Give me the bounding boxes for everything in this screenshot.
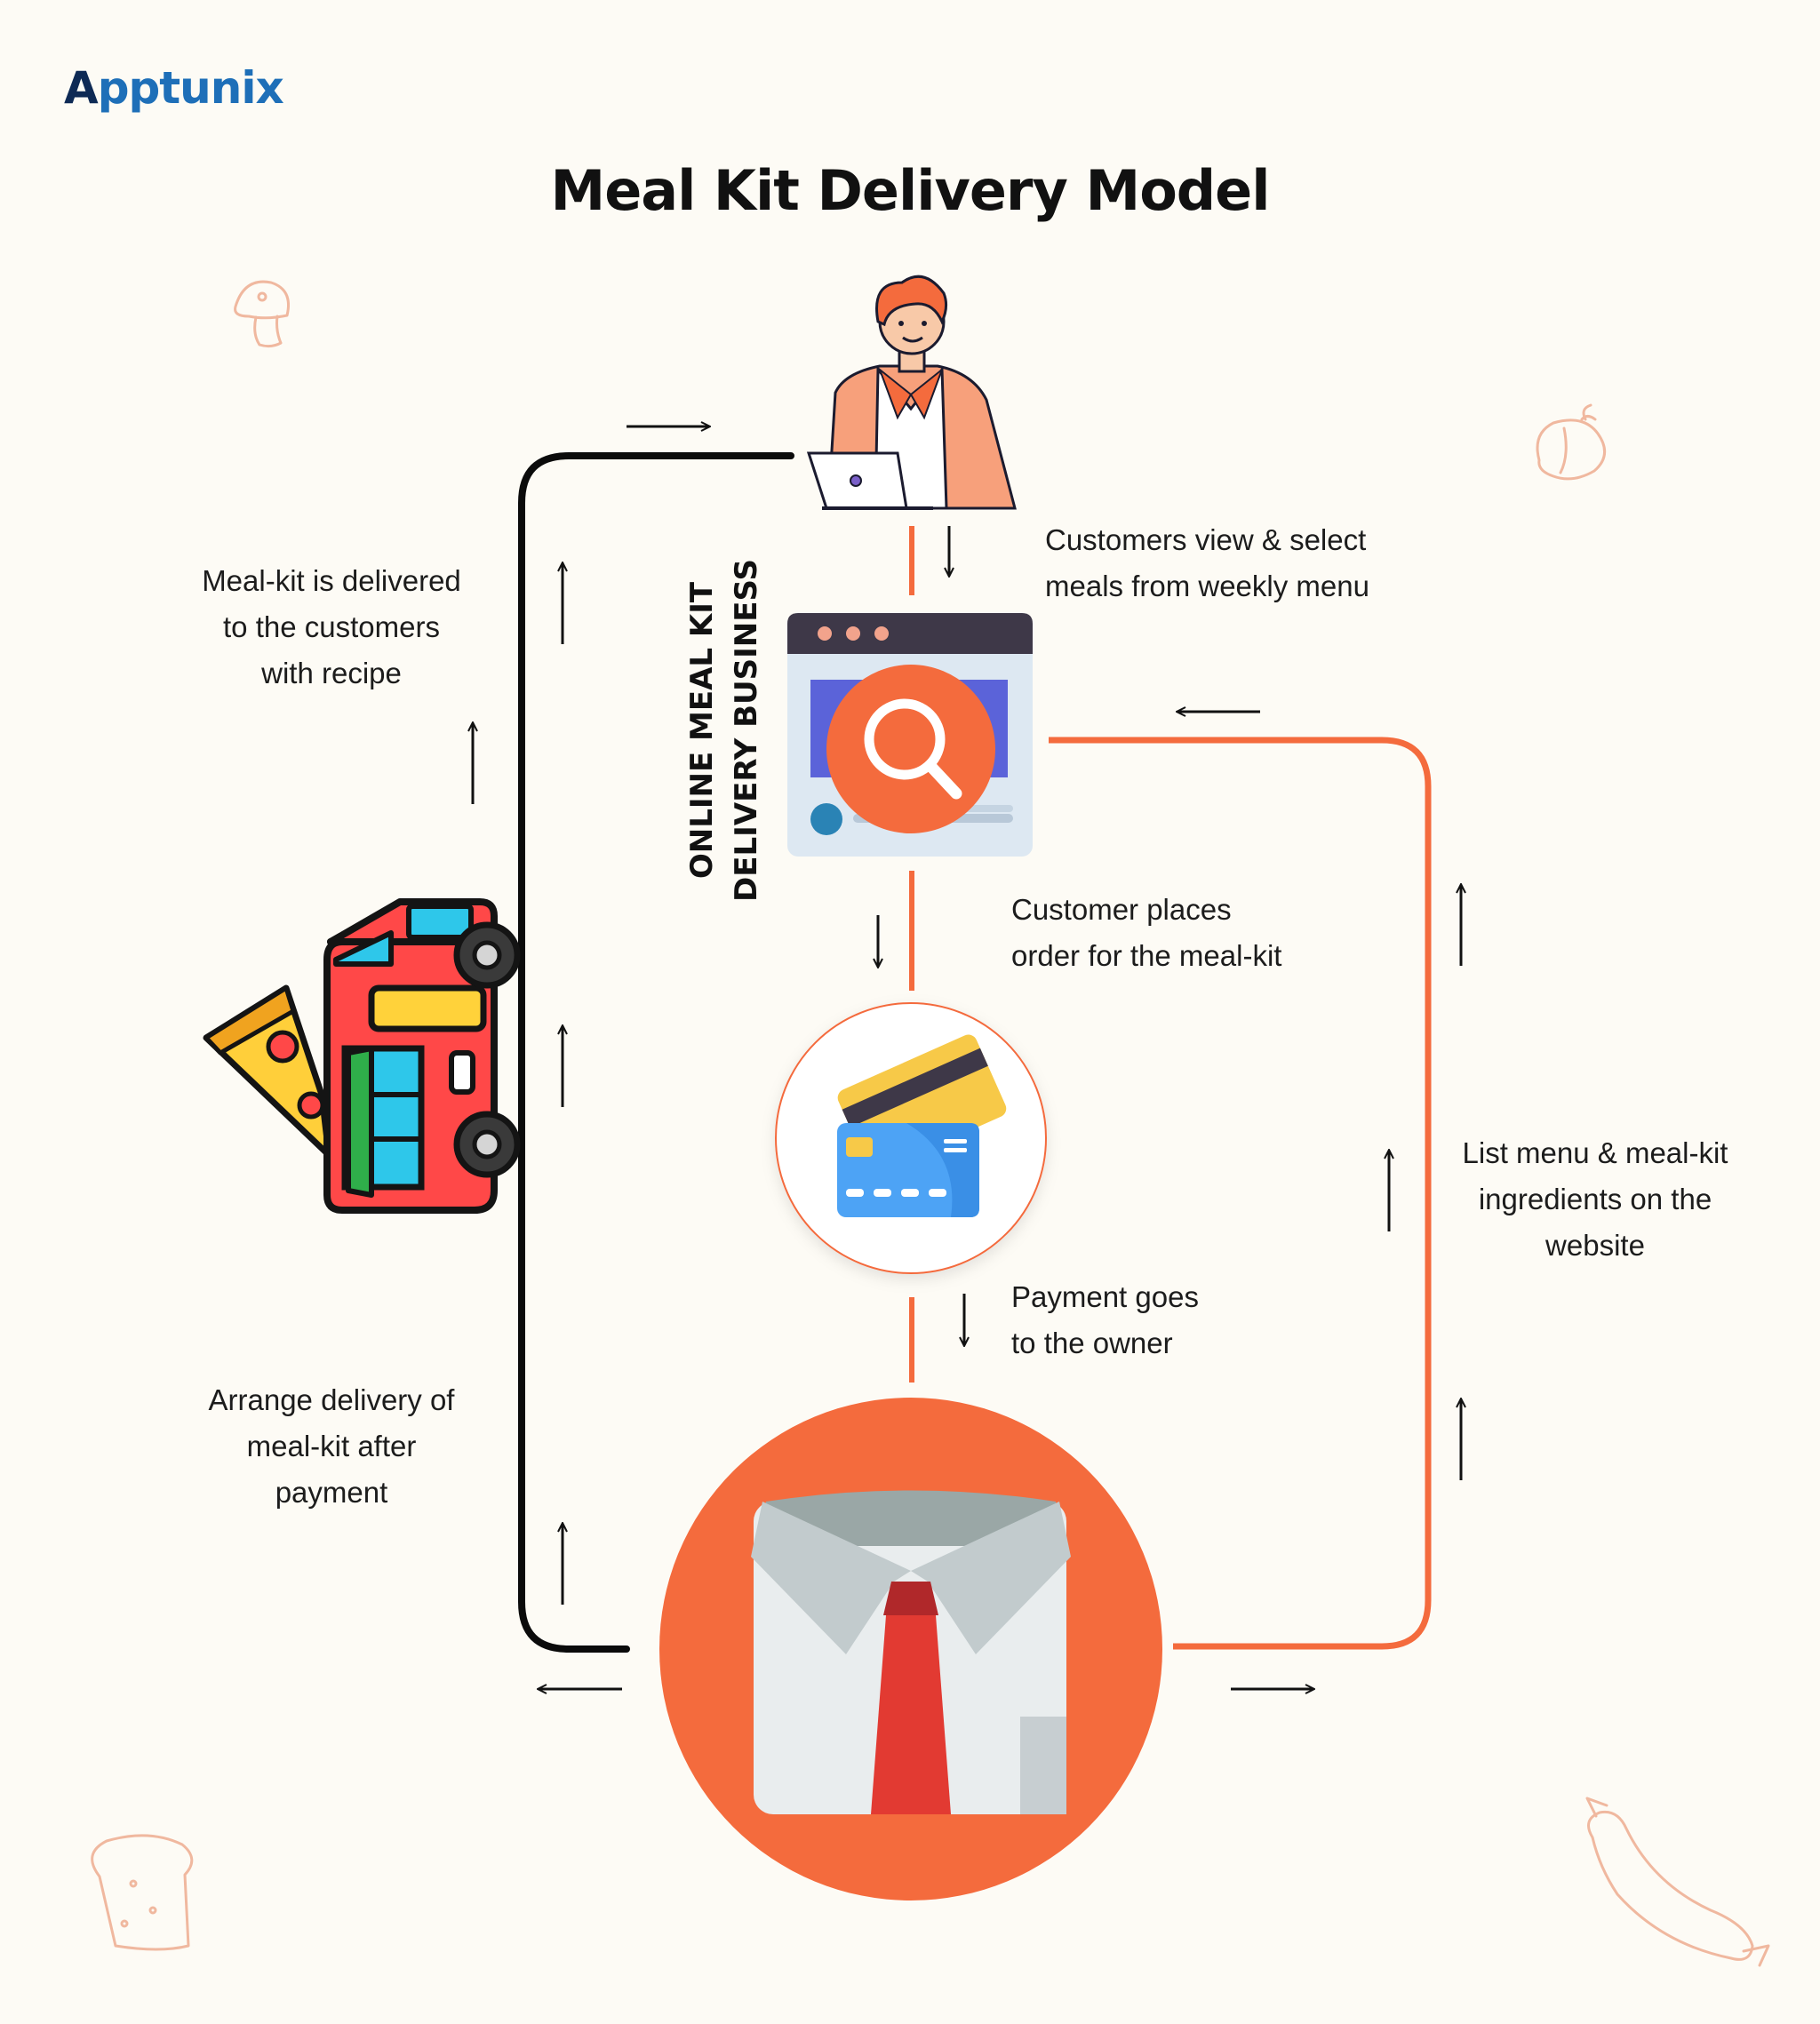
step-line: meals from weekly menu	[1045, 570, 1369, 602]
website-icon	[787, 613, 1033, 857]
step-line: Customer places	[1011, 893, 1232, 926]
brand-logo[interactable]: Apptunix	[64, 62, 284, 114]
step-payment: Payment goes to the owner	[1011, 1274, 1199, 1367]
step-line: payment	[275, 1476, 388, 1509]
step-line: website	[1545, 1229, 1645, 1262]
shrimp-doodle-icon	[1536, 403, 1606, 481]
mushroom-doodle-icon	[234, 280, 290, 348]
delivery-van-icon	[203, 898, 521, 1214]
step-line: with recipe	[261, 657, 402, 689]
step-view-select: Customers view & select meals from weekl…	[1045, 517, 1369, 610]
step-line: meal-kit after	[246, 1430, 417, 1462]
flow-line-listing-loop	[1049, 737, 1432, 1650]
flow-line-delivery-loop	[518, 452, 794, 1653]
step-line: to the owner	[1011, 1327, 1173, 1359]
bread-doodle-icon	[91, 1834, 194, 1951]
step-line: order for the meal-kit	[1011, 939, 1282, 972]
step-place-order: Customer places order for the meal-kit	[1011, 887, 1281, 979]
customer-icon	[806, 275, 1017, 510]
page-title: Meal Kit Delivery Model	[550, 158, 1271, 223]
step-delivered: Meal-kit is delivered to the customers w…	[176, 558, 487, 697]
logo-initial: A	[64, 62, 99, 114]
step-line: Meal-kit is delivered	[202, 564, 461, 597]
sausage-doodle-icon	[1585, 1797, 1770, 1967]
step-line: Arrange delivery of	[208, 1383, 455, 1416]
step-line: Customers view & select	[1045, 523, 1367, 556]
step-line: List menu & meal-kit	[1462, 1136, 1728, 1169]
logo-rest: pptunix	[97, 62, 284, 114]
step-list-menu: List menu & meal-kit ingredients on the …	[1433, 1130, 1758, 1269]
step-line: Payment goes	[1011, 1280, 1199, 1313]
center-label-line: DELIVERY BUSINESS	[729, 559, 764, 902]
step-arrange-delivery: Arrange delivery of meal-kit after payme…	[176, 1377, 487, 1516]
step-line: ingredients on the	[1478, 1183, 1712, 1215]
payment-card-icon	[775, 1002, 1047, 1274]
step-line: to the customers	[223, 610, 440, 643]
center-label-line: ONLINE MEAL KIT	[684, 581, 720, 880]
center-business-label: ONLINE MEAL KIT DELIVERY BUSINESS	[680, 559, 769, 902]
direction-arrows	[473, 426, 1461, 1689]
business-owner-icon	[659, 1398, 1162, 1900]
